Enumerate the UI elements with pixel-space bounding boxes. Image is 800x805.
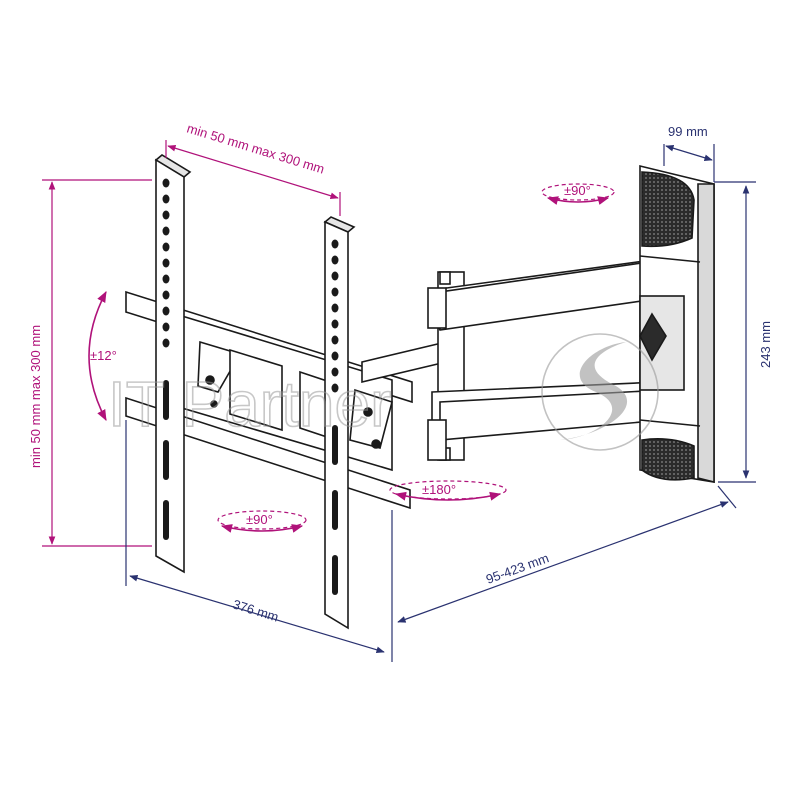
arm-extension-label: 95-423 mm <box>484 550 551 587</box>
wall-plate <box>639 164 715 484</box>
width-spacing-line <box>167 144 339 200</box>
watermark-text: IT Partner <box>108 368 391 440</box>
rotation-indicators <box>88 183 615 533</box>
tilt-label: ±12° <box>90 348 117 363</box>
wall-depth-label: 99 mm <box>668 124 708 139</box>
wall-swivel-label: ±90° <box>564 183 591 198</box>
width-spacing-label: min 50 mm max 300 mm <box>185 121 326 177</box>
wall-plate-edge <box>697 183 715 484</box>
plate-rotation-dash <box>217 510 307 530</box>
left-rail-holes <box>162 178 170 540</box>
watermark-logo-icon <box>541 333 659 451</box>
wall-depth-line <box>665 144 713 162</box>
watermark: IT Partner <box>107 333 659 451</box>
wall-height-label: 243 mm <box>758 321 773 368</box>
tilt-arc <box>88 291 107 421</box>
frame-cutout-2 <box>229 348 283 432</box>
top-knurled-cap <box>641 171 695 248</box>
plate-width-line <box>129 574 385 654</box>
center-diamond <box>639 312 667 362</box>
frame-cutout-4 <box>349 388 393 449</box>
bottom-knurled-cap <box>641 438 695 481</box>
dimension-lines <box>42 140 756 662</box>
plate-rotation-label: ±90° <box>246 512 273 527</box>
arm-swivel-label: ±180° <box>422 482 456 497</box>
height-spacing-label: min 50 mm max 300 mm <box>28 325 43 468</box>
arm-extension-line <box>397 501 729 623</box>
tv-plate <box>125 154 413 630</box>
rail-left <box>155 158 185 574</box>
plate-width-label: 376 mm <box>231 597 280 625</box>
